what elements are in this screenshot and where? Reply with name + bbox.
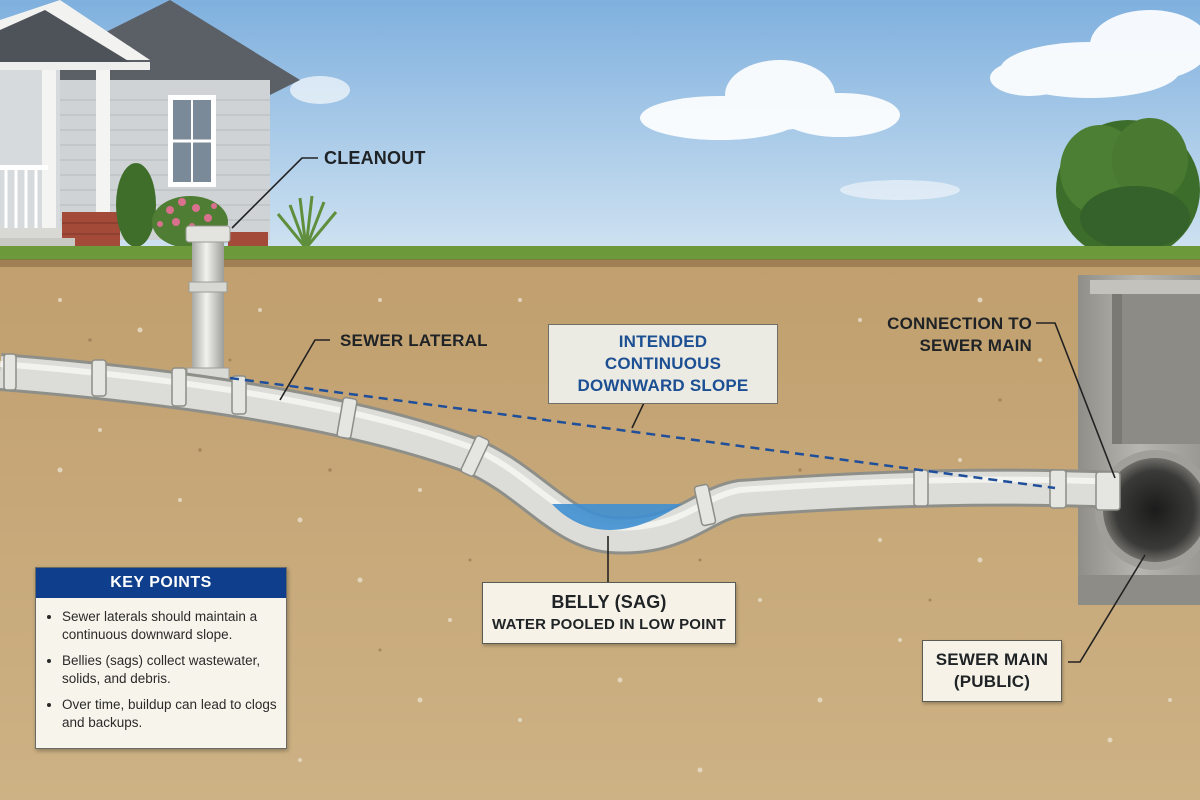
cleanout-riser: [185, 225, 231, 388]
belly-label: BELLY (SAG) WATER POOLED IN LOW POINT: [482, 582, 736, 644]
soil-dark-specks: [88, 328, 1002, 652]
key-point-item: Sewer laterals should maintain a continu…: [62, 608, 278, 644]
tree-illustration: [1056, 118, 1200, 260]
topsoil-edge: [0, 259, 1200, 267]
connection-line2: SEWER MAIN: [919, 336, 1032, 355]
manhole-structure: [1078, 275, 1200, 605]
clouds: [290, 10, 1200, 200]
cleanout-label: CLEANOUT: [324, 148, 426, 168]
belly-subtitle: WATER POOLED IN LOW POINT: [492, 616, 726, 633]
intended-slope-line2: DOWNWARD SLOPE: [577, 376, 749, 395]
key-points-list: Sewer laterals should maintain a continu…: [36, 608, 286, 732]
connection-line1: CONNECTION TO: [887, 314, 1032, 333]
key-points-title: KEY POINTS: [36, 568, 286, 598]
belly-title: BELLY (SAG): [551, 592, 667, 612]
sewer-main-label: SEWER MAIN (PUBLIC): [922, 640, 1062, 702]
grass: [0, 246, 1200, 260]
soil-pebbles: [57, 297, 1172, 773]
key-point-item: Bellies (sags) collect wastewater, solid…: [62, 652, 278, 688]
intended-slope-label: INTENDED CONTINUOUS DOWNWARD SLOPE: [548, 324, 778, 404]
sewer-lateral-pipe: [0, 353, 1121, 555]
key-point-item: Over time, buildup can lead to clogs and…: [62, 696, 278, 732]
leader-lines: [231, 157, 1146, 663]
intended-slope-line: [229, 376, 1056, 490]
sewer-main-line2: (PUBLIC): [953, 672, 1031, 691]
intended-slope-line1: INTENDED CONTINUOUS: [604, 332, 722, 373]
key-points-panel: KEY POINTS Sewer laterals should maintai…: [35, 567, 287, 749]
connection-label: CONNECTION TO SEWER MAIN: [880, 313, 1032, 357]
pooled-water: [552, 504, 682, 530]
sewer-main-line1: SEWER MAIN: [935, 650, 1049, 669]
sewer-lateral-label: SEWER LATERAL: [340, 331, 488, 350]
house-illustration: [0, 0, 300, 256]
